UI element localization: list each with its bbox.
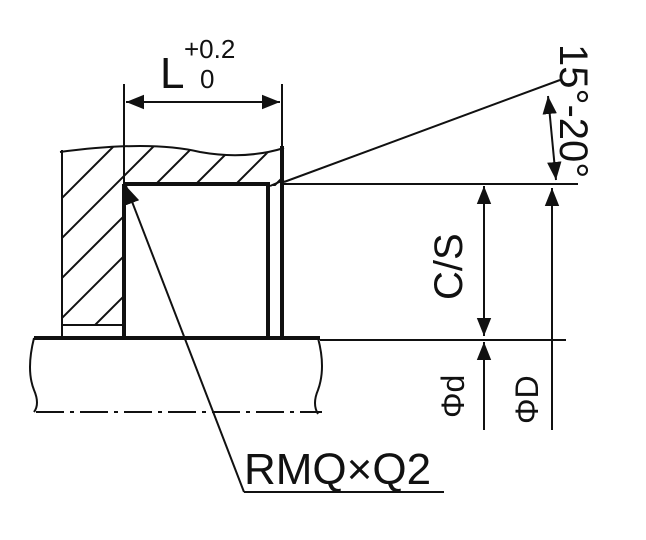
phi-D-label: ΦD bbox=[509, 375, 545, 424]
angle-dimension-arrow bbox=[542, 95, 562, 181]
hatch-pattern bbox=[62, 146, 282, 325]
tolerance-upper: +0.2 bbox=[184, 34, 235, 64]
angle-label: 15°-20° bbox=[551, 44, 595, 178]
part-break-line bbox=[59, 145, 285, 157]
callout-label: RMQ×Q2 bbox=[244, 445, 431, 494]
length-symbol: L bbox=[160, 49, 184, 98]
chamfer-line bbox=[269, 179, 285, 187]
cs-label: C/S bbox=[427, 233, 471, 300]
shaft-right-break bbox=[314, 337, 323, 415]
angle-taper-line bbox=[283, 79, 561, 183]
phi-d-label: Φd bbox=[435, 375, 471, 418]
shaft-left-break bbox=[29, 337, 38, 413]
callout-leader bbox=[125, 185, 245, 493]
tolerance-lower: 0 bbox=[200, 64, 214, 94]
